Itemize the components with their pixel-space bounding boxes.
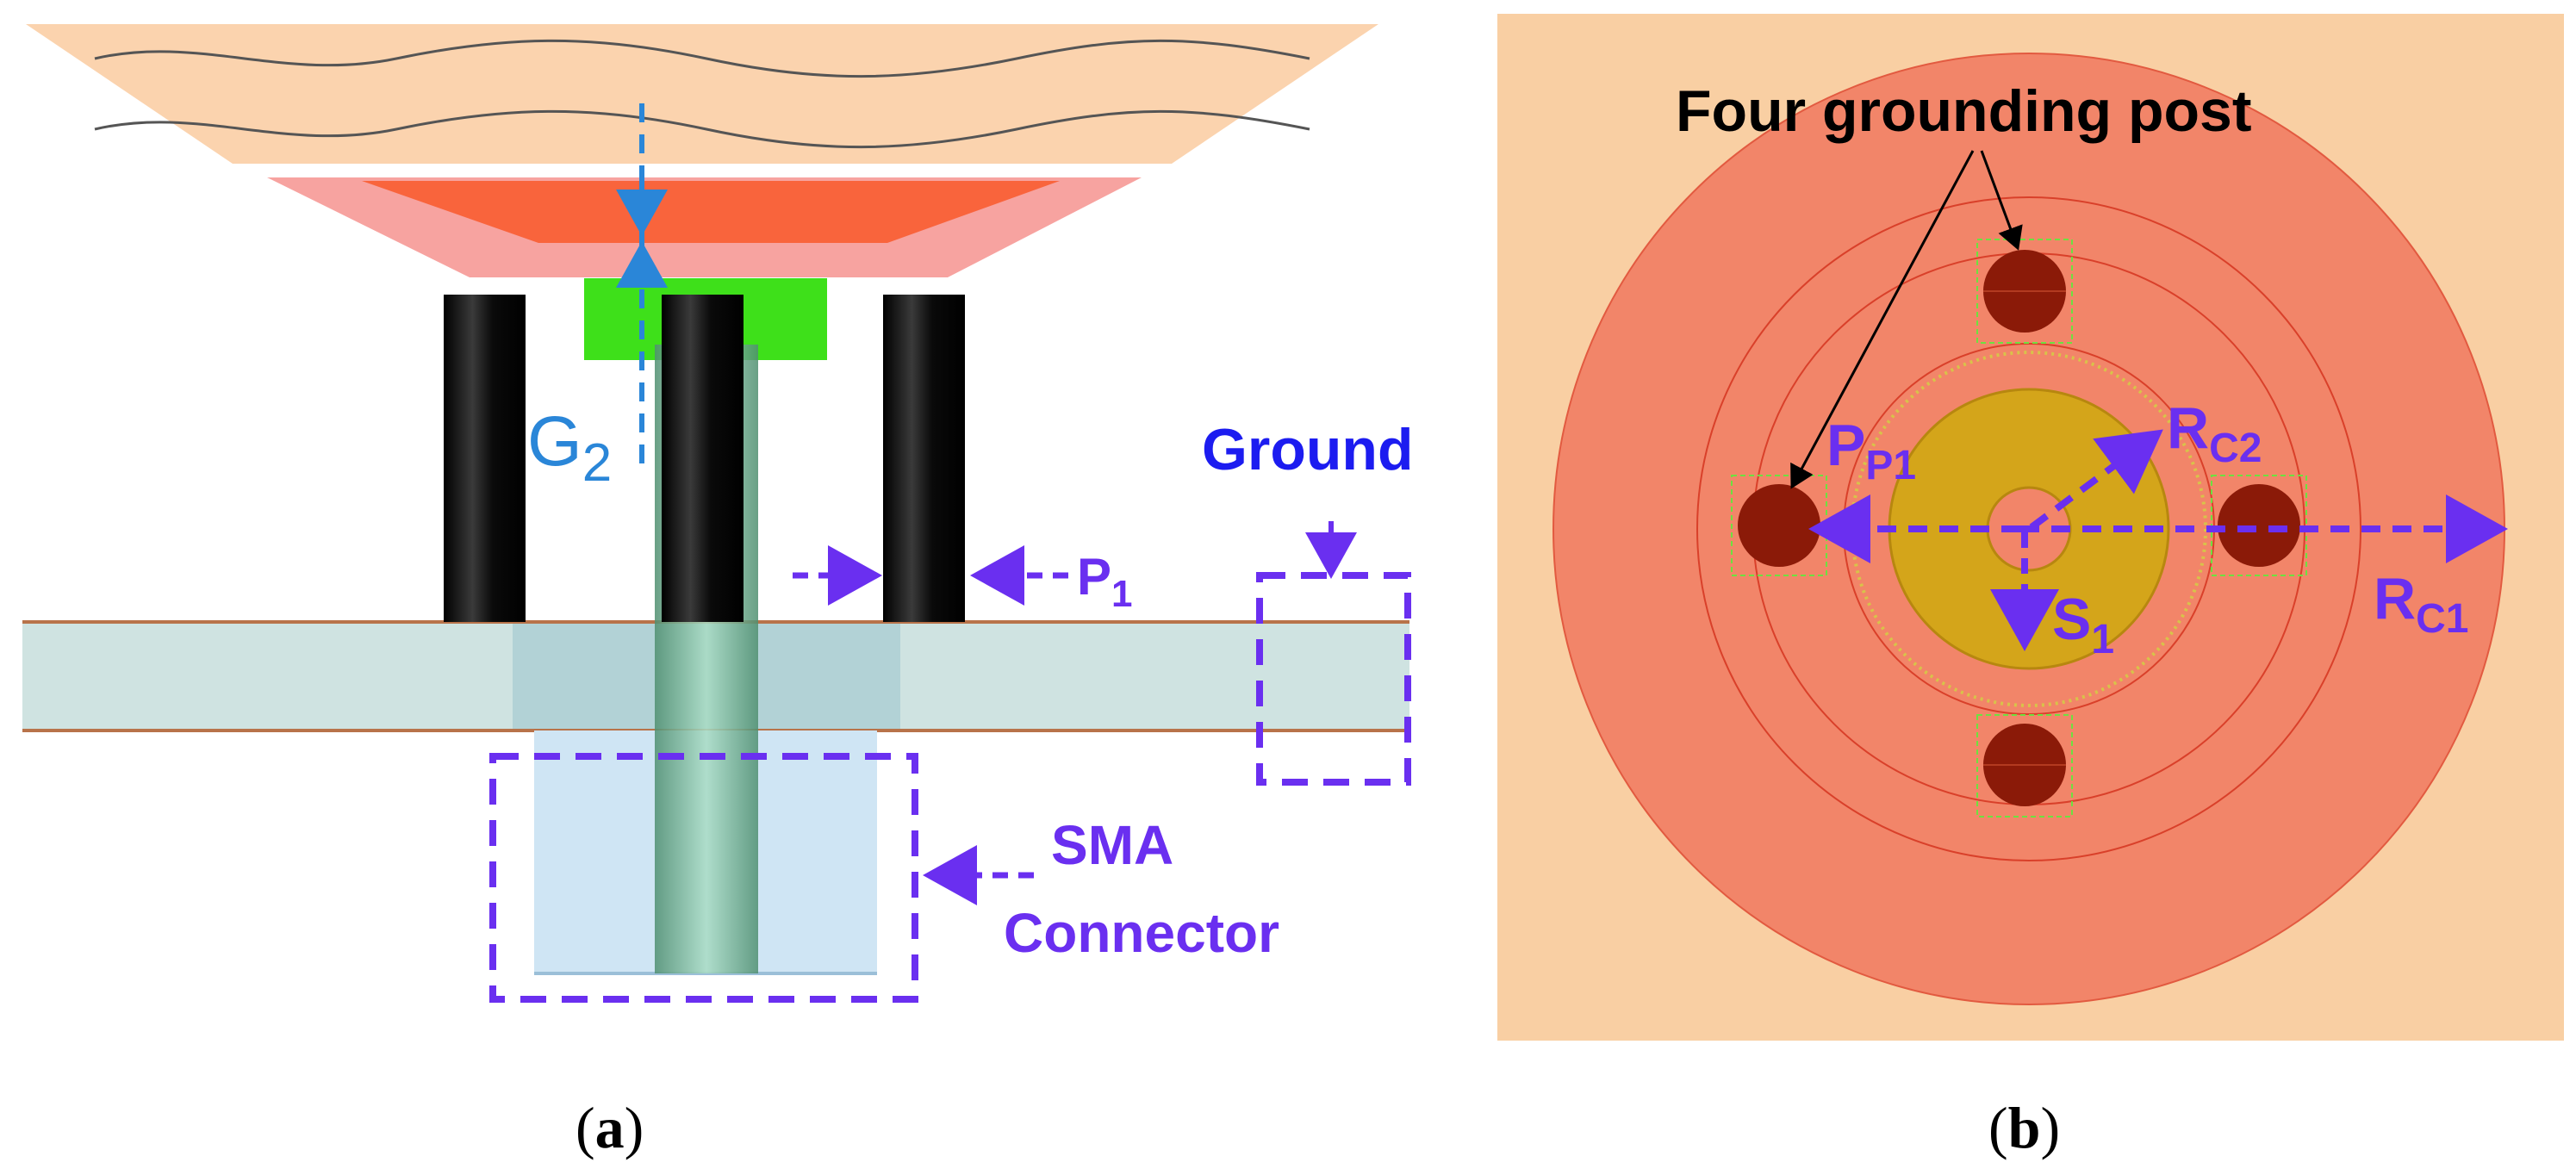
s1-label: S1 [2052,587,2114,662]
sma-dashed-box [489,753,918,1003]
grounding-post-top [1976,239,2073,344]
posts-leader-left [1790,150,1975,489]
sma-label-line1: SMA [1051,814,1173,876]
caption-a: (a) [576,1095,644,1160]
post-left [444,295,526,622]
post-right [883,295,965,622]
grounding-post-bottom [1976,714,2073,818]
gap-label: G2 [527,402,612,493]
panel-b: Four grounding post RC2 PP1 S1 RC1 (b) [1497,14,2564,1160]
rc2-arrow [2029,429,2163,531]
panel-a: G2 P1 Ground SMA Connector (a) [22,24,1414,1160]
ground-ring-dotted [1851,351,2207,707]
rc1-label: RC1 [2374,566,2468,642]
grounding-post-left [1731,475,1827,576]
ground-box [1256,572,1411,786]
dielectric-cover [26,24,1378,164]
post-center [662,295,744,622]
pitch-label: P1 [1077,548,1133,615]
patch-inner [362,181,1060,243]
caption-b: (b) [1988,1095,2060,1160]
patch-ring-3 [1696,196,2361,861]
posts-label: Four grounding post [1676,78,2252,144]
rc2-label: RC2 [2167,395,2262,471]
sma-label-line2: Connector [1004,902,1279,964]
wavy-break-line-2 [94,109,1310,149]
ground-label: Ground [1202,417,1414,482]
posts-leader-top [1980,150,2023,251]
wavy-break-line-1 [94,39,1310,78]
pp1-label: PP1 [1826,413,1916,488]
